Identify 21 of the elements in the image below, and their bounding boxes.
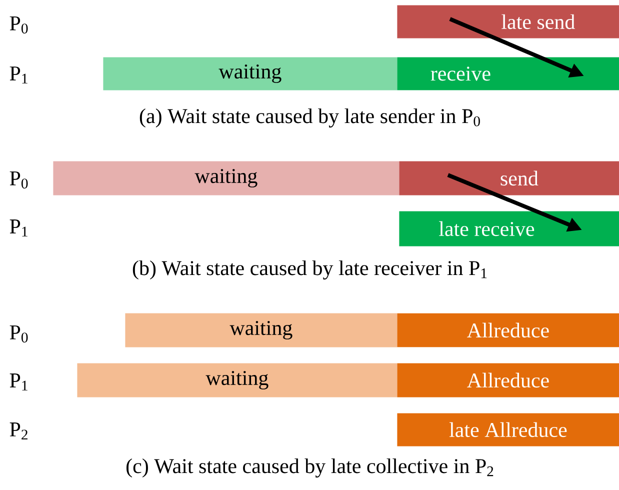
waiting-bar: waiting <box>77 363 398 398</box>
process-label: P$_{1}$ <box>10 66 28 84</box>
process-label: P$_{2}$ <box>10 422 28 440</box>
process-label: P$_{1}$ <box>10 220 28 236</box>
waiting-bar: waiting <box>125 313 398 348</box>
process-label: P$_{0}$ <box>10 16 28 34</box>
process-label: P$_{0}$ <box>10 172 28 188</box>
bar: late send <box>397 5 619 38</box>
bar: Allreduce <box>397 363 619 398</box>
bar: Allreduce <box>397 313 619 348</box>
caption: (a) Wait state caused by late sender in P$_{0}$ <box>140 108 480 128</box>
bar: late Allreduce <box>397 413 619 446</box>
caption: (b) Wait state caused by late receiver in P$_{1}$ <box>132 260 487 280</box>
waiting-bar: waiting <box>103 57 398 90</box>
waiting-bar: waiting <box>53 161 400 196</box>
bar: receive <box>397 57 619 90</box>
bar: late receive <box>399 211 619 246</box>
process-label: P$_{1}$ <box>10 374 28 390</box>
process-label: P$_{0}$ <box>10 326 28 342</box>
bar: send <box>399 161 619 196</box>
caption: (c) Wait state caused by late collective in P$_{2}$ <box>126 458 494 478</box>
